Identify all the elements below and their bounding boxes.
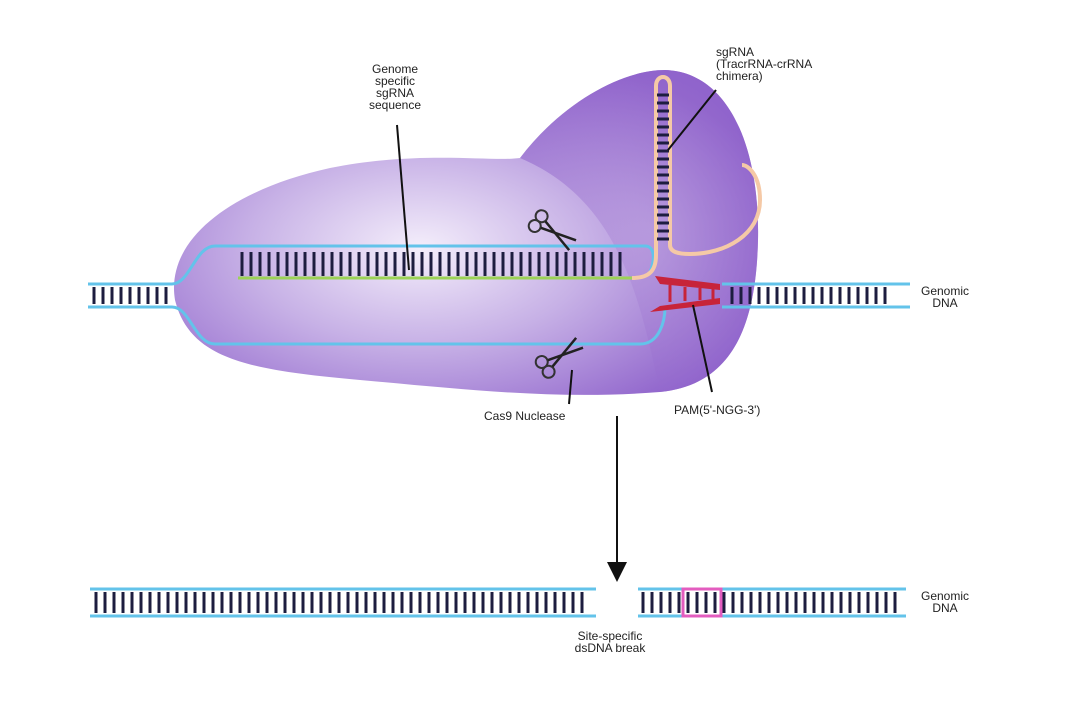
scissors-icon xyxy=(534,337,584,379)
genomic-dna-right-top xyxy=(722,282,910,309)
label-genomic-dna-bottom: Genomic DNA xyxy=(920,589,970,615)
insert-region xyxy=(681,587,723,618)
label-genomic-dna-top: Genomic DNA xyxy=(920,284,970,310)
pointer-lines xyxy=(396,89,717,405)
unwound-dna-strands xyxy=(171,244,667,346)
label-dsdna-break: Site-specific dsDNA break xyxy=(574,629,646,655)
guide-target-duplex xyxy=(238,252,632,280)
label-pam: PAM(5'-NGG-3') xyxy=(674,403,761,417)
label-cas9-nuclease: Cas9 Nuclease xyxy=(484,409,566,423)
scissors-icon xyxy=(527,209,577,251)
sgrna-scaffold xyxy=(631,75,763,280)
label-genome-specific-sgrna: Genome specific sgRNA sequence xyxy=(368,62,422,112)
cleaved-dna-right xyxy=(638,587,906,618)
cleaved-dna-left xyxy=(90,587,596,618)
genomic-dna-left-top xyxy=(88,282,172,309)
cas9-protein xyxy=(173,70,759,395)
pam-site xyxy=(650,276,720,312)
label-sgrna: sgRNA (TracrRNA-crRNA chimera) xyxy=(716,45,813,83)
